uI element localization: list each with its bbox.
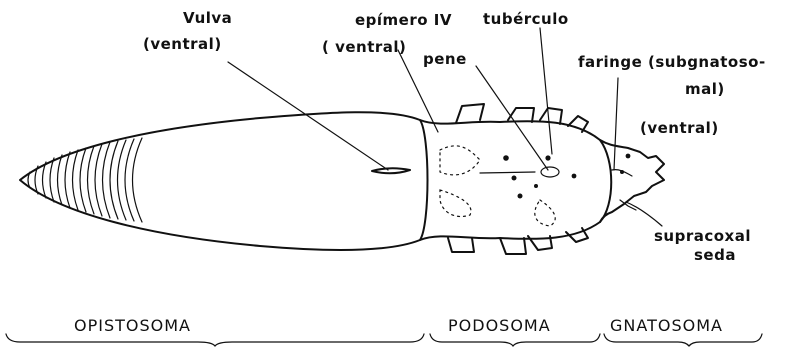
region-braces: [6, 334, 762, 346]
labels: Vulva (ventral) epímero IV ( ventral) pe…: [143, 9, 766, 264]
legs-lower: [448, 228, 588, 254]
region-labels: OPISTOSOMA PODOSOMA GNATOSOMA: [74, 316, 723, 335]
label-pene: pene: [423, 50, 467, 68]
penis-structure: [541, 167, 559, 177]
legs-upper: [456, 104, 588, 132]
supracoxal-leader: [626, 202, 662, 226]
region-opistosoma: OPISTOSOMA: [74, 316, 191, 335]
label-epimero: epímero IV: [355, 11, 452, 29]
tail-striations: [28, 138, 142, 222]
podosoma-body: [420, 120, 611, 240]
brace-gnatosoma: [604, 334, 762, 346]
faringe-leader: [614, 78, 618, 170]
region-gnatosoma: GNATOSOMA: [610, 316, 723, 335]
vulva-slit: [372, 168, 410, 173]
brace-opistosoma: [6, 334, 424, 346]
label-faringe-ventral: (ventral): [640, 119, 719, 137]
label-tuberculo: tubérculo: [483, 10, 569, 28]
vulva-leader: [228, 62, 388, 170]
label-faringe-mal: mal): [685, 80, 725, 98]
label-seda: seda: [694, 246, 736, 264]
label-faringe: faringe (subgnatoso-: [578, 53, 766, 71]
label-vulva: Vulva: [183, 9, 232, 27]
label-supracoxal: supracoxal: [654, 227, 751, 245]
pene-leader: [476, 66, 548, 170]
label-epimero-ventral: ( ventral): [322, 38, 406, 56]
tuberculo-leader: [540, 28, 552, 154]
opistosoma-body: [20, 112, 428, 250]
gnatosoma-body: [600, 140, 664, 222]
label-vulva-ventral: (ventral): [143, 35, 222, 53]
brace-podosoma: [430, 334, 600, 346]
region-podosoma: PODOSOMA: [448, 316, 551, 335]
